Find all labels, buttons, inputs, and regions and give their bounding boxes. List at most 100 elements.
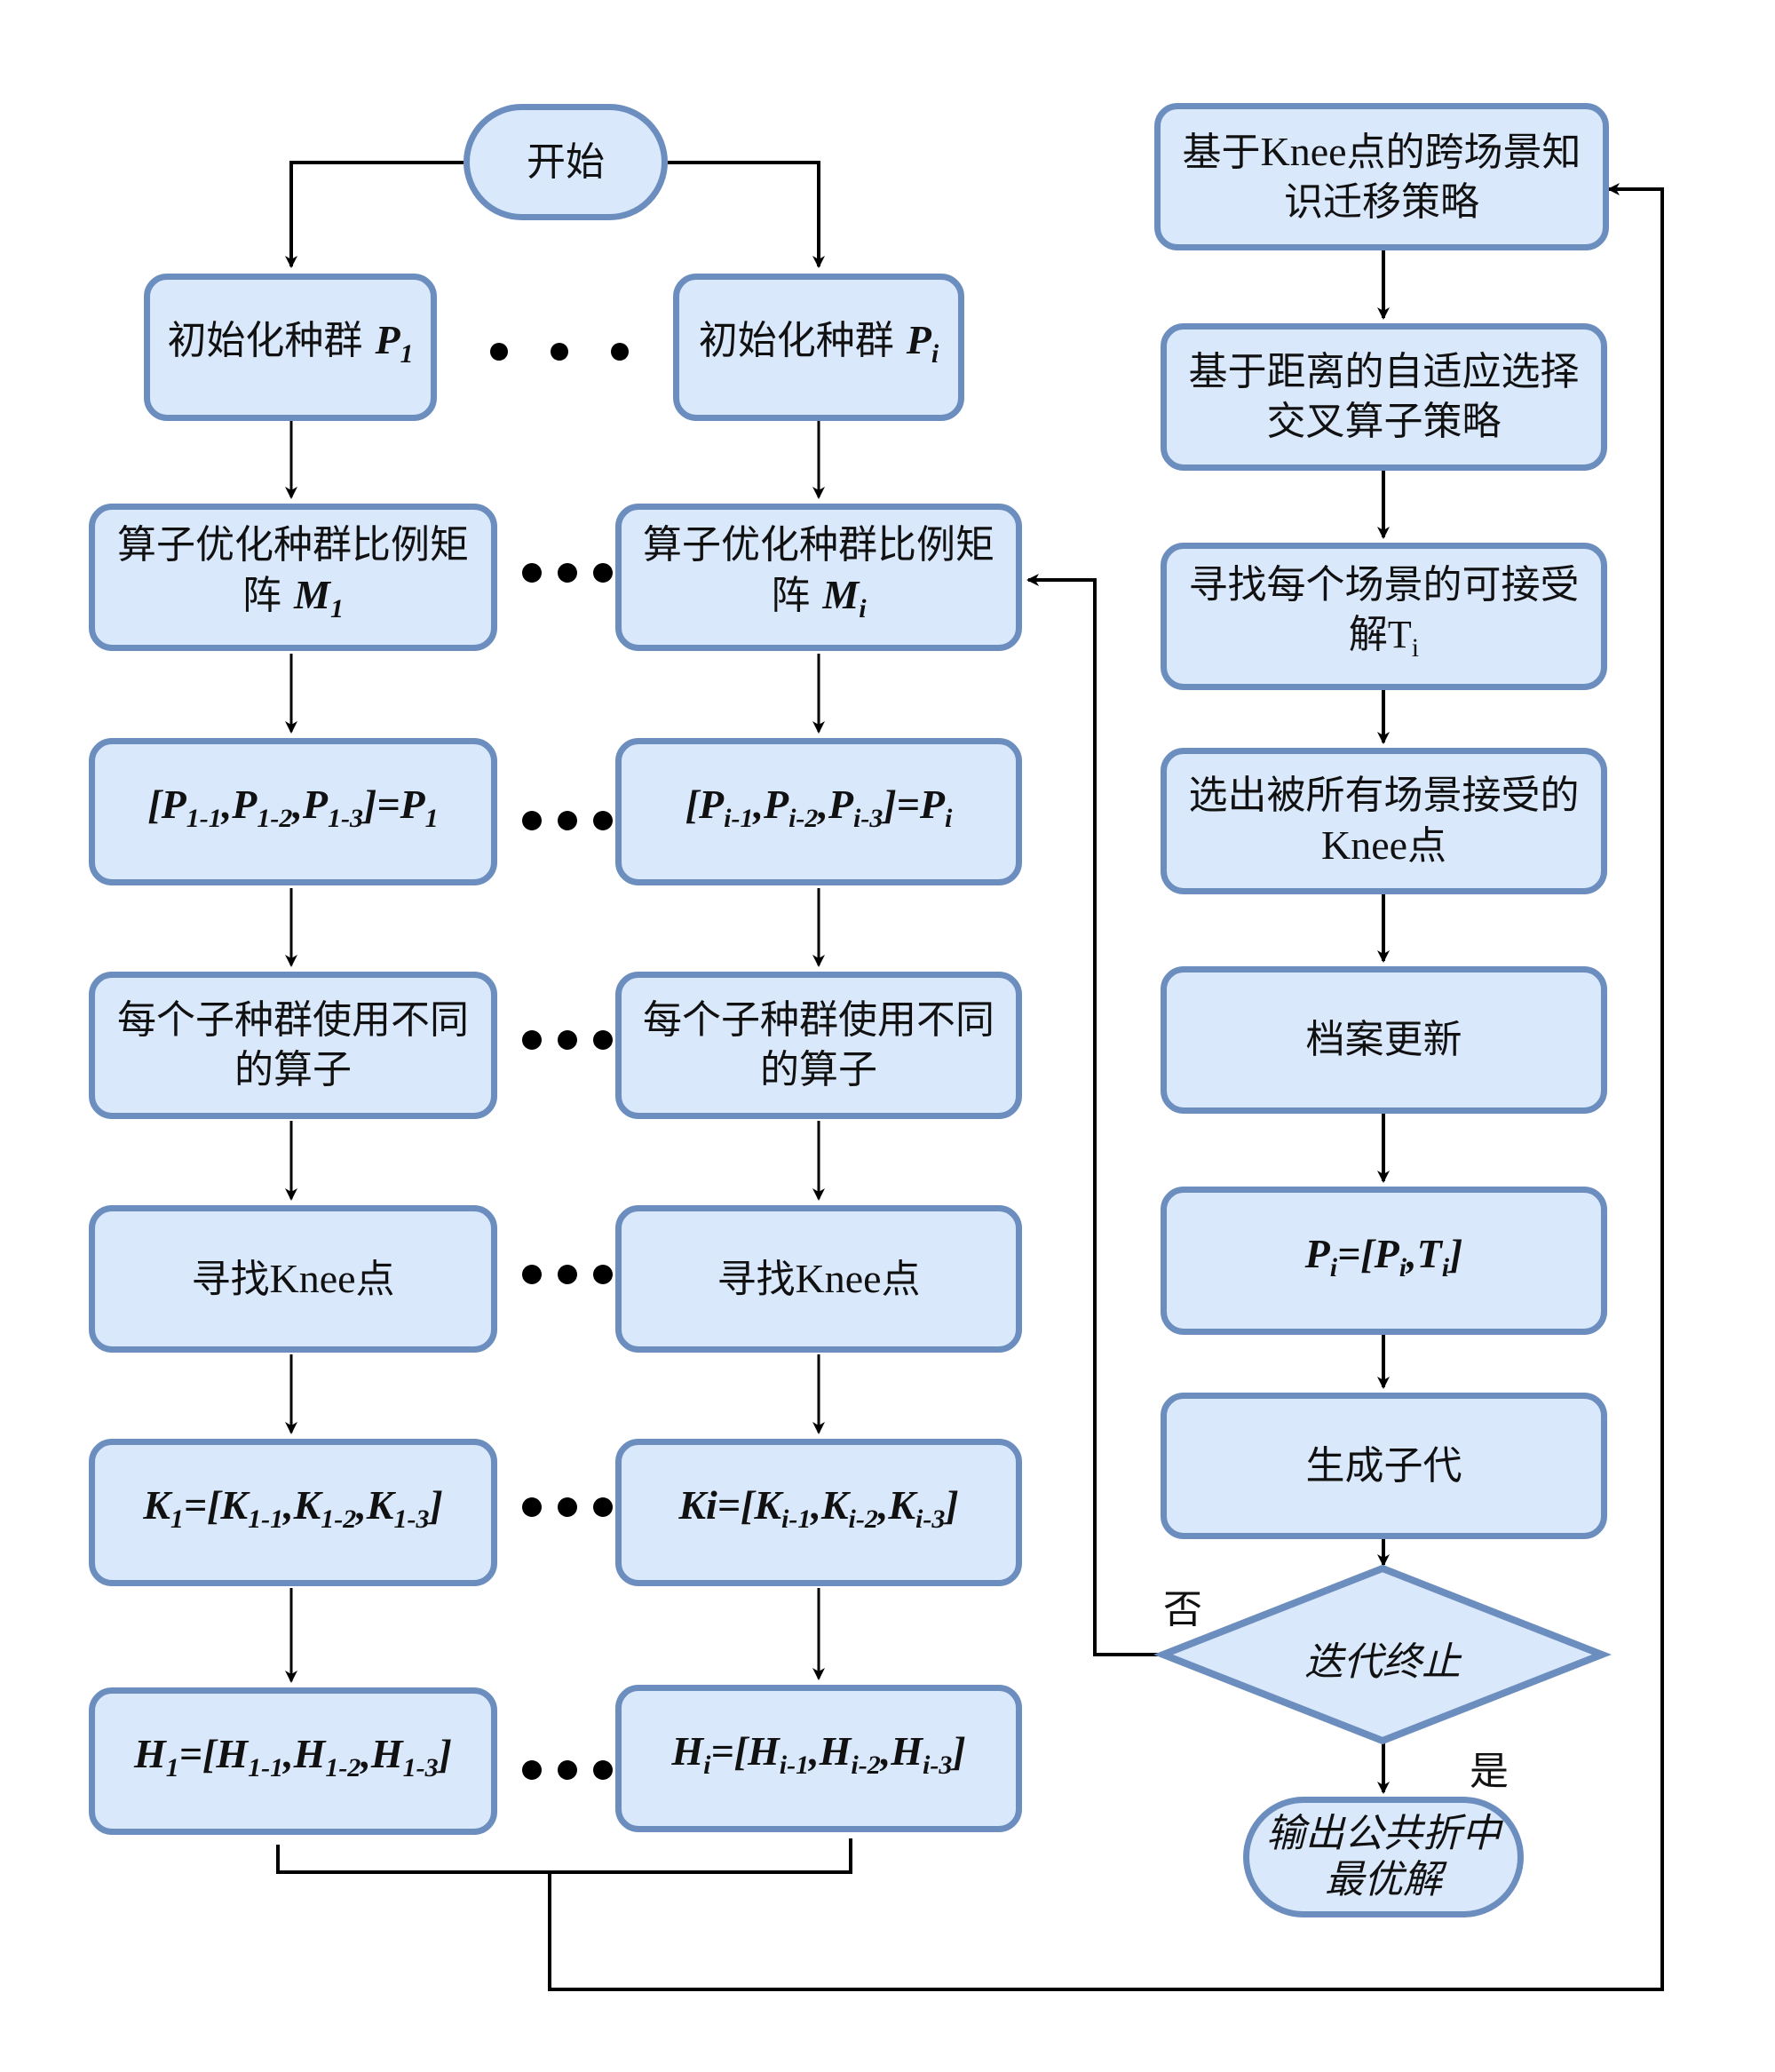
init-sym: P	[906, 317, 931, 362]
edge-no-loop	[1026, 574, 1163, 1656]
init-text: 初始化种群	[698, 318, 907, 363]
offspring-text: 生成子代	[1305, 1442, 1462, 1489]
init-sub: 1	[400, 339, 414, 369]
merge-formula: Pi=[Pi,Ti]	[1304, 1230, 1463, 1282]
find-knee-i[interactable]: 寻找Knee点	[615, 1205, 1022, 1353]
knee-text: 寻找Knee点	[717, 1255, 921, 1302]
subpopulation-split-1[interactable]: [P1-1,P1-2,P1-3]=P1	[89, 738, 497, 885]
math-term: P1-1	[161, 782, 222, 833]
edge-loop-to-transfer	[548, 183, 1664, 1991]
matrix-line1: 算子优化种群比例矩	[643, 522, 994, 568]
math-term: H1	[134, 1731, 179, 1782]
crossover-line1: 基于距离的自适应选择	[1188, 349, 1580, 394]
edge-start-to-init-i	[668, 161, 825, 268]
set-h-1[interactable]: H1=[H1-1,H1-2,H1-3]	[89, 1687, 497, 1835]
math-term: Pi-3	[828, 782, 884, 833]
math-term: P1-3	[302, 782, 363, 833]
subpopulation-split-i[interactable]: [Pi-1,Pi-2,Pi-3]=Pi	[615, 738, 1022, 885]
archive-update[interactable]: 档案更新	[1161, 966, 1607, 1114]
math-term: Pi-1	[699, 782, 754, 833]
acceptable-sym: T	[1387, 612, 1412, 656]
split-formula: [Pi-1,Pi-2,Pi-3]=Pi	[685, 782, 953, 833]
find-acceptable-solutions[interactable]: 寻找每个场景的可接受解Ti	[1161, 543, 1607, 690]
select-line2: Knee点	[1320, 822, 1447, 869]
ellipsis-row-4	[522, 1265, 613, 1284]
adaptive-crossover-strategy[interactable]: 基于距离的自适应选择交叉算子策略	[1161, 323, 1607, 471]
archive-text: 档案更新	[1305, 1017, 1462, 1062]
operator-ratio-matrix-i[interactable]: 算子优化种群比例矩阵 Mi	[615, 504, 1022, 651]
acceptable-line1: 寻找每个场景的可接受	[1188, 561, 1580, 607]
matrix-sym: M	[822, 572, 860, 617]
h-formula: H1=[H1-1,H1-2,H1-3]	[134, 1731, 452, 1782]
math-term: K1-3	[366, 1482, 430, 1534]
find-knee-1[interactable]: 寻找Knee点	[89, 1205, 497, 1353]
different-operators-1[interactable]: 每个子种群使用不同的算子	[89, 972, 497, 1119]
ellipsis-row-3	[522, 1030, 613, 1050]
knee-transfer-strategy[interactable]: 基于Knee点的跨场景知识迁移策略	[1154, 103, 1609, 250]
k-formula: K1=[K1-1,K1-2,K1-3]	[143, 1482, 443, 1534]
init-population-i[interactable]: 初始化种群 Pi	[673, 274, 964, 421]
transfer-line1: 基于Knee点的跨场景知	[1182, 128, 1581, 175]
math-term: Hi	[671, 1728, 711, 1780]
edge-start-to-init-1	[285, 161, 464, 268]
init-sub: i	[931, 339, 939, 369]
operators-line1: 每个子种群使用不同	[643, 997, 994, 1043]
math-term: H1-1	[216, 1731, 284, 1782]
operators-line1: 每个子种群使用不同	[117, 997, 469, 1043]
init-text: 初始化种群	[167, 318, 376, 363]
h-formula: Hi=[Hi-1,Hi-2,Hi-3]	[671, 1728, 966, 1780]
start-node[interactable]: 开始	[464, 104, 668, 220]
end-node[interactable]: 输出公共折中最优解	[1243, 1797, 1524, 1917]
edge-join	[276, 1838, 852, 1874]
matrix-line1: 算子优化种群比例矩	[117, 522, 469, 568]
transfer-line2: 识迁移策略	[1284, 179, 1479, 225]
knee-set-k-i[interactable]: Ki=[Ki-1,Ki-2,Ki-3]	[615, 1439, 1022, 1586]
crossover-line2: 交叉算子策略	[1266, 399, 1502, 444]
math-term: Pi	[1304, 1230, 1338, 1282]
end-line1: 输出公共折中	[1266, 1811, 1501, 1856]
generate-offspring[interactable]: 生成子代	[1161, 1393, 1607, 1539]
decision-label: 迭代终止	[1304, 1639, 1461, 1685]
init-sym: P	[375, 317, 400, 362]
end-line2: 最优解	[1325, 1857, 1442, 1902]
merge-population[interactable]: Pi=[Pi,Ti]	[1161, 1187, 1607, 1335]
math-term: Ki-3	[888, 1482, 946, 1534]
start-label: 开始	[527, 139, 605, 185]
ellipsis-row-2	[522, 811, 613, 830]
math-term: Pi	[919, 782, 953, 833]
math-term: Ki-2	[820, 1482, 878, 1534]
select-line1: 选出被所有场景接受的	[1188, 773, 1580, 818]
math-term: K1-2	[293, 1482, 357, 1534]
ellipsis-row-6	[522, 1760, 613, 1780]
yes-label: 是	[1470, 1749, 1509, 1794]
acceptable-sub: i	[1411, 632, 1420, 663]
matrix-sub: 1	[329, 594, 344, 623]
matrix-sym: M	[294, 572, 330, 617]
no-label: 否	[1163, 1587, 1202, 1632]
math-term: K1	[143, 1482, 184, 1534]
math-term: Pi-2	[763, 782, 819, 833]
operator-ratio-matrix-1[interactable]: 算子优化种群比例矩阵 M1	[89, 504, 497, 651]
decision-diamond[interactable]	[1153, 1564, 1612, 1745]
math-term: Hi-3	[891, 1728, 953, 1780]
k-formula: Ki=[Ki-1,Ki-2,Ki-3]	[678, 1482, 959, 1534]
math-term: K1-1	[220, 1482, 284, 1534]
math-term: Ti	[1416, 1230, 1450, 1282]
matrix-line2: 阵	[242, 573, 295, 618]
set-h-i[interactable]: Hi=[Hi-1,Hi-2,Hi-3]	[615, 1685, 1022, 1832]
math-term: H1-3	[370, 1731, 439, 1782]
init-population-1[interactable]: 初始化种群 P1	[144, 274, 437, 421]
knee-set-k-1[interactable]: K1=[K1-1,K1-2,K1-3]	[89, 1439, 497, 1586]
different-operators-i[interactable]: 每个子种群使用不同的算子	[615, 972, 1022, 1119]
math-term: Ki	[678, 1482, 717, 1528]
math-term: Hi-2	[819, 1728, 881, 1780]
math-term: Pi	[1374, 1230, 1407, 1282]
math-term: P1	[400, 782, 439, 833]
ellipsis-row-0	[490, 343, 629, 361]
math-term: P1-2	[232, 782, 293, 833]
acceptable-line2: 解	[1348, 611, 1388, 657]
ellipsis-row-5	[522, 1497, 613, 1517]
matrix-line2: 阵	[771, 573, 823, 618]
